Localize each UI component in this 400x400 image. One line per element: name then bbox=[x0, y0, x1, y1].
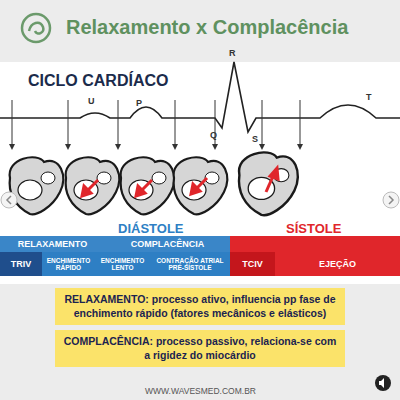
phase-label: ENCHIMENTO RÁPIDO bbox=[42, 257, 95, 272]
phase-box: TRIV bbox=[0, 252, 42, 276]
phase-band: COMPLACÊNCIA bbox=[105, 236, 230, 252]
phase-band: RELAXAMENTO bbox=[0, 236, 105, 252]
systole-band bbox=[230, 236, 400, 252]
phase-box: TCIV bbox=[230, 252, 275, 276]
phase-markers bbox=[12, 100, 300, 146]
mute-icon bbox=[375, 375, 391, 391]
phase-label: CONTRAÇÃO ATRIAL PRÉ-SÍSTOLE bbox=[150, 257, 230, 272]
logo-circle bbox=[22, 14, 50, 42]
wave-letter: S bbox=[252, 134, 258, 144]
phase-box: CONTRAÇÃO ATRIAL PRÉ-SÍSTOLE bbox=[150, 252, 230, 276]
wave-letter: T bbox=[366, 92, 372, 102]
diastole-band bbox=[0, 236, 230, 252]
panel bbox=[0, 62, 400, 284]
phase-title: DIÁSTOLE bbox=[118, 221, 184, 236]
note-text: COMPLACÊNCIA: processo passivo, relacion… bbox=[55, 330, 345, 367]
website: WWW.WAVESMED.COM.BR bbox=[145, 386, 256, 396]
carousel-left bbox=[1, 192, 17, 208]
title: Relaxamento x Complacência bbox=[66, 16, 348, 39]
phase-label: COMPLACÊNCIA bbox=[131, 239, 205, 249]
phase-title: SÍSTOLE bbox=[286, 221, 341, 236]
carousel-right bbox=[383, 192, 399, 208]
carousel-left-chevron bbox=[7, 196, 11, 204]
phase-label: TCIV bbox=[242, 259, 263, 269]
marker-heads bbox=[9, 144, 303, 150]
wave-letter: Q bbox=[210, 130, 217, 140]
ciclo-heading: CICLO CARDÍACO bbox=[28, 72, 168, 90]
flow-arrows bbox=[82, 168, 278, 196]
note-text: RELAXAMENTO: processo ativo, influencia … bbox=[55, 288, 345, 325]
phase-label: EJEÇÃO bbox=[319, 259, 356, 269]
heart-drawings bbox=[10, 152, 298, 215]
ecg-trace bbox=[0, 62, 400, 132]
logo-swirl bbox=[29, 23, 43, 34]
note-box: RELAXAMENTO: processo ativo, influencia … bbox=[55, 288, 345, 325]
phase-label: TRIV bbox=[11, 259, 32, 269]
note-box: COMPLACÊNCIA: processo passivo, relacion… bbox=[55, 330, 345, 367]
phase-box: ENCHIMENTO LENTO bbox=[95, 252, 150, 276]
wave-letter: P bbox=[136, 98, 142, 108]
wave-letter: U bbox=[88, 96, 95, 106]
phase-box: EJEÇÃO bbox=[275, 252, 400, 276]
phase-label: RELAXAMENTO bbox=[18, 239, 87, 249]
mute-speaker bbox=[379, 378, 384, 388]
phase-box: ENCHIMENTO RÁPIDO bbox=[42, 252, 95, 276]
wave-letter: R bbox=[229, 48, 236, 58]
carousel-right-chevron bbox=[389, 196, 393, 204]
phase-label: ENCHIMENTO LENTO bbox=[95, 257, 150, 272]
